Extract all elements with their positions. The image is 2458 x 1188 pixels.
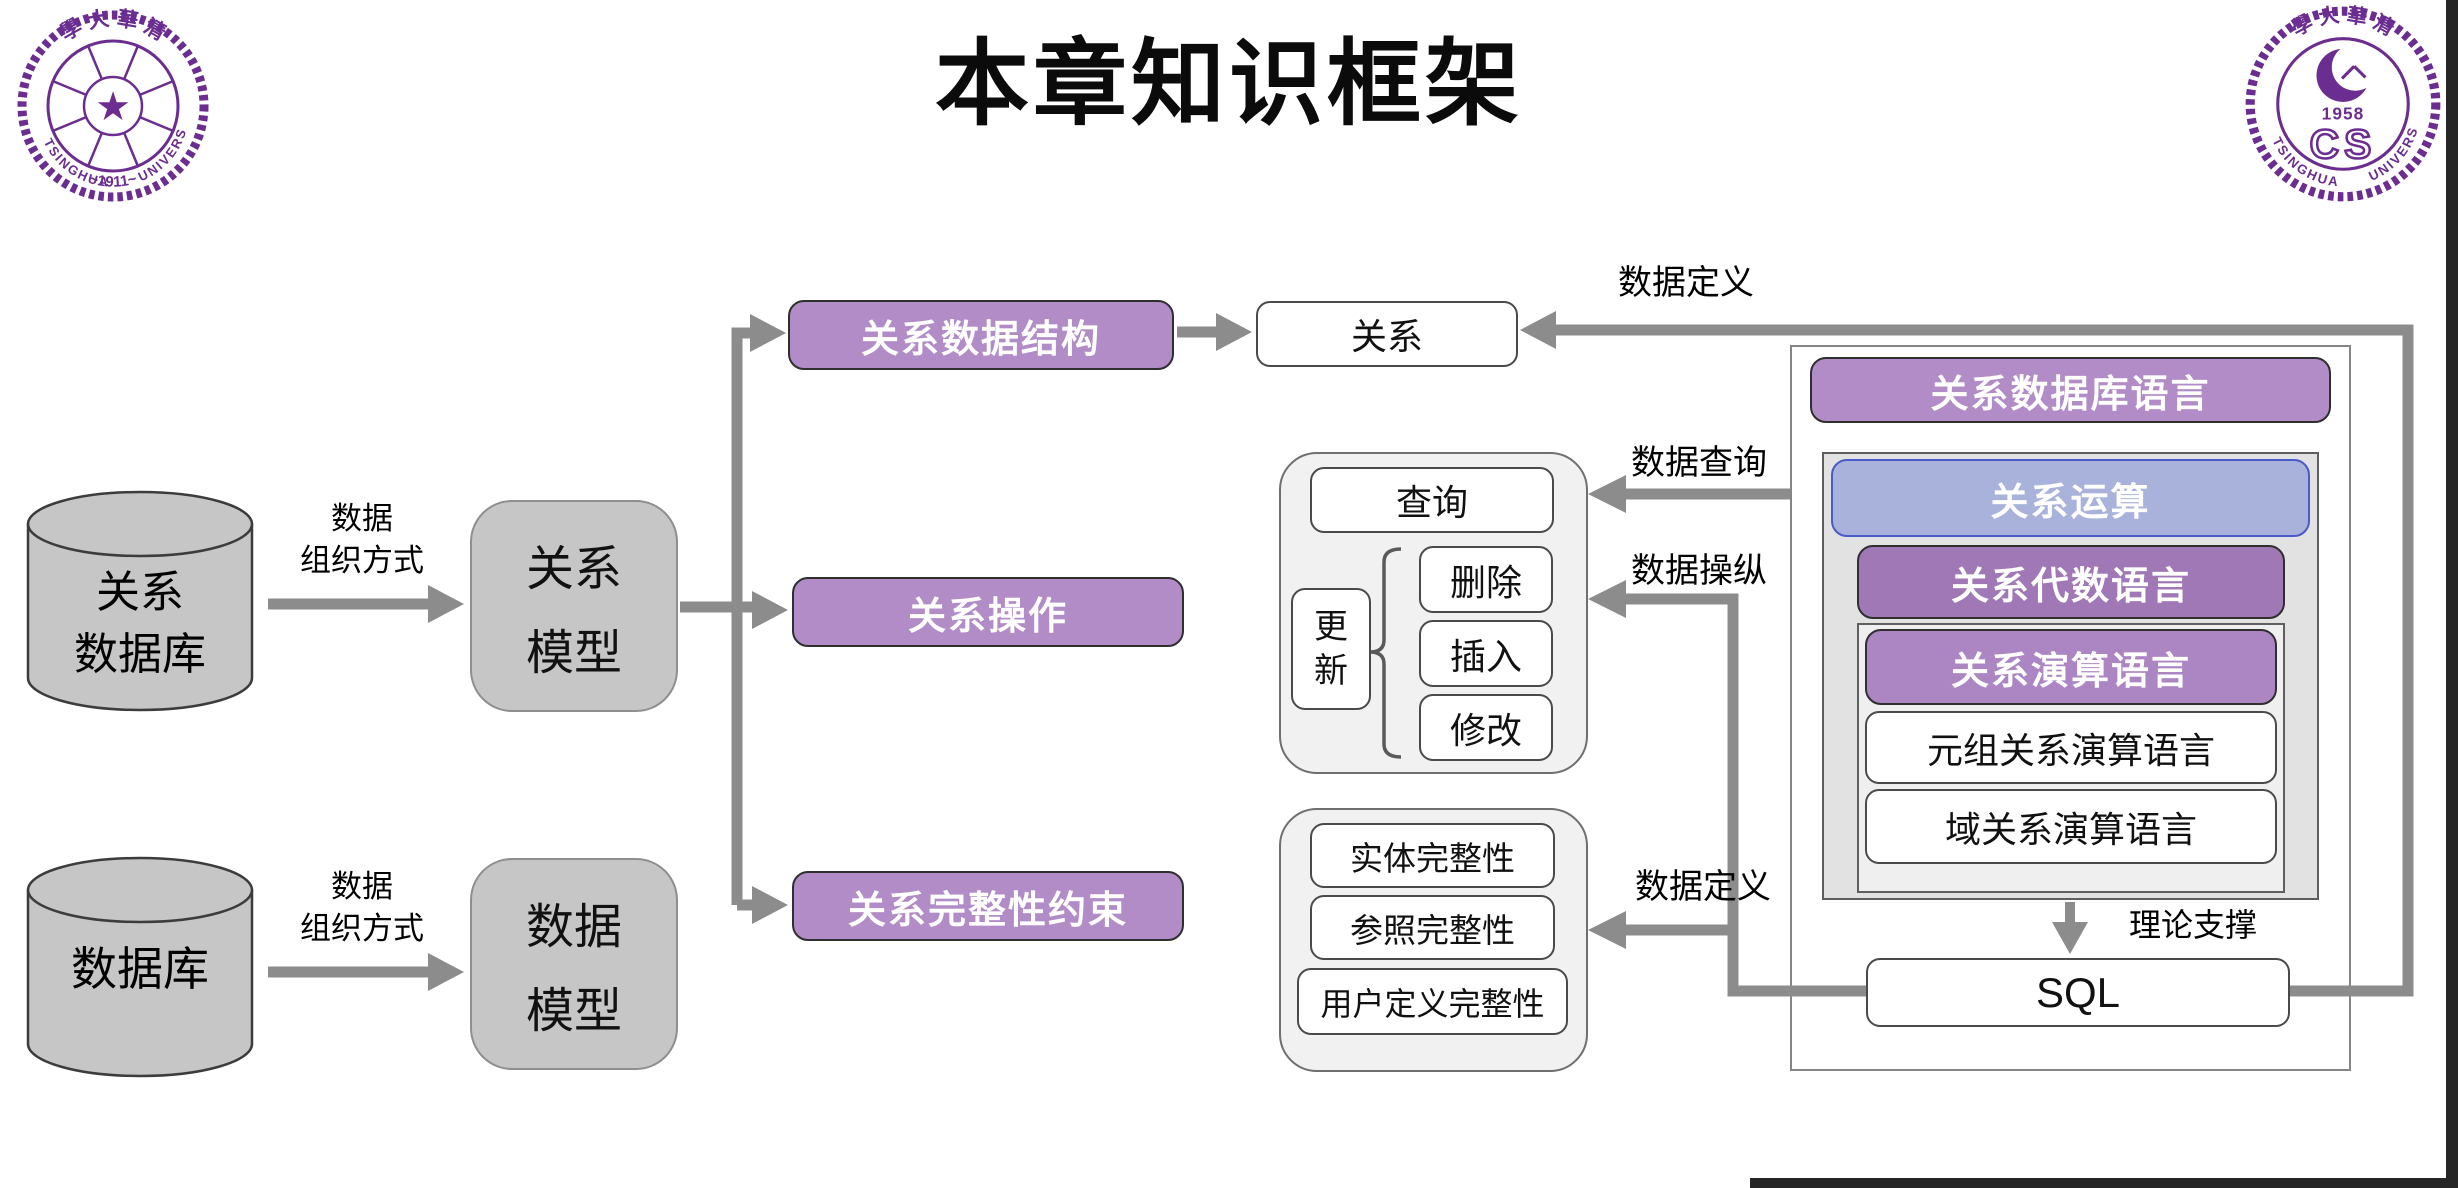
- data-manipulation-label: 数据操纵: [1631, 552, 1767, 590]
- seal-spokes: [52, 45, 174, 167]
- seal-hub-ring: [82, 75, 144, 137]
- query-box: 查询: [1310, 467, 1554, 533]
- label-line: 新: [1314, 652, 1348, 690]
- domain-calculus-box: 域关系演算语言: [1865, 789, 2277, 864]
- screen-edge-strip-bottom: [1750, 1178, 2458, 1188]
- clock-hands-icon: [2340, 65, 2367, 80]
- cs-letters: CS: [2310, 121, 2377, 167]
- data-definition-label-bottom: 数据定义: [1635, 868, 1771, 906]
- label-line: 组织方式: [300, 543, 424, 578]
- relational-db-language-header: 关系数据库语言: [1810, 357, 2331, 423]
- theory-support-label: 理论支撑: [2128, 907, 2257, 943]
- relational-algebra-box: 关系代数语言: [1857, 545, 2285, 619]
- arrowhead: [428, 953, 464, 991]
- page-title: 本章知识框架: [934, 31, 1523, 136]
- relational-database-cylinder: [26, 490, 254, 712]
- label-line: 数据库: [71, 943, 209, 995]
- relation-box: 关系: [1256, 301, 1518, 367]
- arrowhead: [752, 591, 788, 629]
- tuple-calculus-box: 元组关系演算语言: [1865, 711, 2277, 784]
- label-line: 更: [1314, 608, 1348, 646]
- relational-integrity-constraint-box: 关系完整性约束: [792, 871, 1184, 941]
- relational-model-box: 关系 模型: [470, 500, 678, 712]
- user-defined-integrity-box: 用户定义完整性: [1297, 968, 1568, 1035]
- arrowhead: [752, 886, 788, 924]
- data-model-box: 数据 模型: [470, 858, 678, 1070]
- database-cylinder-label: 数据库: [22, 938, 258, 1000]
- label-line: 模型: [525, 984, 622, 1038]
- insert-box: 插入: [1419, 620, 1553, 687]
- seal-star-icon: ★: [95, 85, 131, 129]
- data-definition-label-top: 数据定义: [1618, 264, 1754, 302]
- arrowhead: [1216, 313, 1252, 351]
- database-cylinder: [26, 856, 254, 1078]
- seal-year-text: ~1911~: [87, 170, 139, 191]
- label-line: 数据: [525, 901, 622, 955]
- arrowhead: [1520, 311, 1556, 349]
- seal-rope-ring: [17, 10, 209, 202]
- arrowhead: [428, 585, 464, 623]
- screen-edge-strip-right: [2446, 0, 2458, 1188]
- relational-data-structure-box: 关系数据结构: [788, 300, 1174, 370]
- delete-box: 删除: [1419, 546, 1553, 613]
- update-box: 更 新: [1291, 588, 1371, 710]
- arrowhead: [1588, 911, 1626, 949]
- tsinghua-university-seal-icon: ★ 學 大 華 清 TSINGHUA UNIVERSITY ~1911~: [12, 6, 209, 202]
- referential-integrity-box: 参照完整性: [1310, 895, 1555, 960]
- data-organization-label-bottom: 数据 组织方式: [262, 866, 462, 950]
- seal-inner-ring: [46, 39, 180, 173]
- label-line: 数据: [331, 501, 393, 536]
- relational-operation-header: 关系运算: [1831, 459, 2310, 537]
- seal-top-arc-text: 學 大 華 清: [2288, 2, 2399, 40]
- seal-year-text: 1958: [2322, 103, 2365, 123]
- label-line: 组织方式: [300, 911, 424, 946]
- svg-text:學 大 華 清: 學 大 華 清: [2288, 2, 2399, 40]
- tsinghua-cs-seal-icon: 1958 CS 學 大 華 清 TSINGHUA UNIVERSITY: [2240, 2, 2441, 202]
- relational-operation-box: 关系操作: [792, 577, 1184, 647]
- seal-rope-ring: [2245, 6, 2441, 202]
- modify-box: 修改: [1419, 694, 1553, 761]
- data-organization-label-top: 数据 组织方式: [262, 498, 462, 582]
- label-line: 关系: [96, 568, 184, 617]
- branch-trunk: [680, 327, 752, 911]
- relational-calculus-box: 关系演算语言: [1865, 629, 2277, 705]
- relational-database-cylinder-label: 关系 数据库: [22, 562, 258, 686]
- sql-box: SQL: [1866, 958, 2290, 1027]
- label-line: 数据: [331, 869, 393, 904]
- seal-inner-ring: [2276, 37, 2410, 171]
- svg-text:~1911~: ~1911~: [87, 170, 139, 191]
- label-line: 模型: [525, 626, 622, 680]
- label-line: 数据库: [74, 630, 206, 679]
- entity-integrity-box: 实体完整性: [1310, 823, 1555, 888]
- label-line: 关系: [525, 543, 622, 597]
- data-query-label: 数据查询: [1631, 444, 1767, 482]
- arrowhead: [750, 314, 786, 352]
